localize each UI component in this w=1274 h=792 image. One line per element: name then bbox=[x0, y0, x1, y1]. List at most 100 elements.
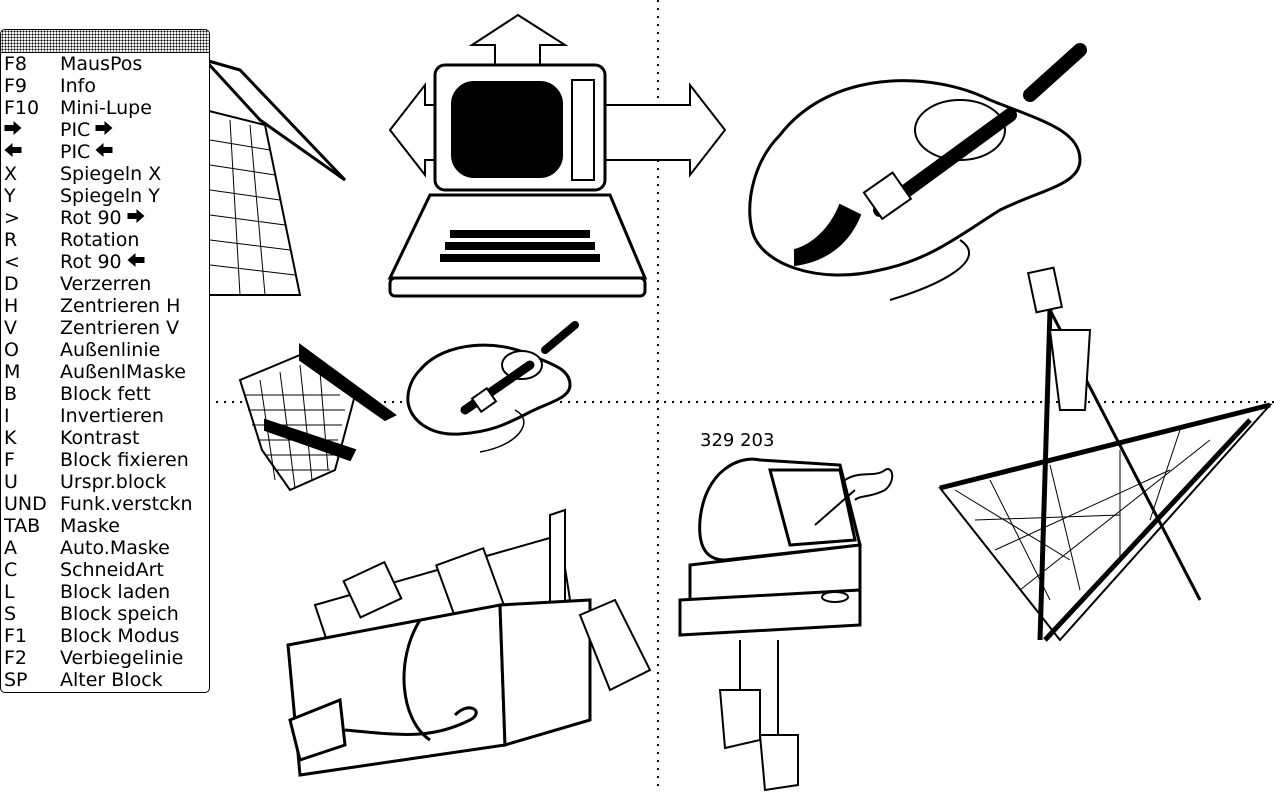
menu-item-label-wrap: PIC bbox=[60, 119, 113, 141]
monitor-bird-icon[interactable] bbox=[678, 457, 894, 792]
menu-item-label-wrap: Rot 90 bbox=[60, 251, 145, 273]
menu-item-shortcut: L bbox=[4, 581, 15, 603]
menu-item[interactable]: F Block fixieren bbox=[1, 449, 209, 471]
arrow-right-icon bbox=[95, 119, 113, 141]
arrow-left-icon bbox=[95, 141, 113, 163]
menu-item-label: Invertieren bbox=[60, 405, 164, 427]
arrow-right-icon bbox=[4, 119, 22, 141]
menu-item-label-wrap: Rotation bbox=[60, 229, 139, 251]
menu-item[interactable]: H Zentrieren H bbox=[1, 295, 209, 317]
menu-item-label-wrap: MausPos bbox=[60, 53, 142, 75]
menu-item-label: Mini-Lupe bbox=[60, 97, 152, 119]
menu-item[interactable]: F10 Mini-Lupe bbox=[1, 97, 209, 119]
menu-item-shortcut: F2 bbox=[4, 647, 28, 669]
menu-item-shortcut: M bbox=[4, 361, 21, 383]
menu-item[interactable]: > Rot 90 bbox=[1, 207, 209, 229]
house-small-icon[interactable] bbox=[238, 343, 397, 492]
menu-item-label-wrap: Block laden bbox=[60, 581, 170, 603]
computer-move-arrows-icon[interactable] bbox=[387, 13, 727, 298]
menu-item-label: Maske bbox=[60, 515, 120, 537]
menu-item[interactable]: F8 MausPos bbox=[1, 53, 209, 75]
menu-item-shortcut: Y bbox=[4, 185, 16, 207]
menu-item-label: Block fixieren bbox=[60, 449, 189, 471]
menu-item-shortcut: H bbox=[4, 295, 19, 317]
menu-item-label-wrap: Spiegeln X bbox=[60, 163, 161, 185]
menu-item-label: Block fett bbox=[60, 383, 151, 405]
menu-item-label-wrap: Urspr.block bbox=[60, 471, 166, 493]
menu-item-label-wrap: SchneidArt bbox=[60, 559, 164, 581]
house-roof-icon[interactable] bbox=[200, 57, 347, 296]
menu-item-label: Verbiegelinie bbox=[60, 647, 184, 669]
menu-item-label: Spiegeln Y bbox=[60, 185, 160, 207]
menu-item-shortcut: K bbox=[4, 427, 17, 449]
menu-item-shortcut: F1 bbox=[4, 625, 28, 647]
menu-item-label: SchneidArt bbox=[60, 559, 164, 581]
menu-item-label-wrap: Block fixieren bbox=[60, 449, 189, 471]
menu-item[interactable]: U Urspr.block bbox=[1, 471, 209, 493]
menu-item-label: Funk.verstckn bbox=[60, 493, 193, 515]
mouse-stylus-large-icon[interactable] bbox=[748, 43, 1087, 301]
menu-item-label: Zentrieren V bbox=[60, 317, 180, 339]
menu-item-label: Rot 90 bbox=[60, 207, 122, 229]
mouse-coordinates-readout: 329 203 bbox=[698, 430, 777, 452]
menu-item-label: PIC bbox=[60, 141, 91, 163]
menu-item[interactable]: I Invertieren bbox=[1, 405, 209, 427]
menu-item-label: Zentrieren H bbox=[60, 295, 181, 317]
menu-item[interactable]: PIC bbox=[1, 119, 209, 141]
menu-item-label-wrap: Info bbox=[60, 75, 96, 97]
menu-title-bar[interactable] bbox=[1, 30, 209, 53]
menu-item-shortcut: SP bbox=[4, 669, 28, 691]
menu-item-label-wrap: Mini-Lupe bbox=[60, 97, 152, 119]
menu-item-label: Auto.Maske bbox=[60, 537, 170, 559]
menu-item-label: Außenlinie bbox=[60, 339, 161, 361]
menu-item-shortcut: U bbox=[4, 471, 18, 493]
menu-item[interactable]: F2 Verbiegelinie bbox=[1, 647, 209, 669]
menu-item-label: Block laden bbox=[60, 581, 171, 603]
plotter-compass-icon[interactable] bbox=[938, 266, 1273, 642]
menu-item-label-wrap: Funk.verstckn bbox=[60, 493, 193, 515]
menu-item-shortcut: F8 bbox=[4, 53, 28, 75]
menu-item-label-wrap: Zentrieren V bbox=[60, 317, 179, 339]
bag-computer-parts-icon[interactable] bbox=[286, 508, 652, 777]
menu-item[interactable]: SP Alter Block bbox=[1, 669, 209, 691]
menu-item-shortcut: < bbox=[4, 251, 20, 273]
menu-item-label-wrap: Rot 90 bbox=[60, 207, 145, 229]
menu-item[interactable]: Y Spiegeln Y bbox=[1, 185, 209, 207]
menu-item-label: Rotation bbox=[60, 229, 140, 251]
arrow-left-icon bbox=[4, 141, 22, 163]
menu-item-label: Alter Block bbox=[60, 669, 163, 691]
menu-item-label: Spiegeln X bbox=[60, 163, 162, 185]
menu-item-shortcut: F bbox=[4, 449, 15, 471]
menu-item[interactable]: < Rot 90 bbox=[1, 251, 209, 273]
menu-item[interactable]: UND Funk.verstckn bbox=[1, 493, 209, 515]
menu-item-shortcut: F10 bbox=[4, 97, 40, 119]
menu-item[interactable]: L Block laden bbox=[1, 581, 209, 603]
menu-item-label-wrap: Maske bbox=[60, 515, 120, 537]
menu-item-shortcut: I bbox=[4, 405, 10, 427]
menu-item-shortcut: > bbox=[4, 207, 20, 229]
menu-item-label-wrap: Block fett bbox=[60, 383, 151, 405]
menu-item[interactable]: PIC bbox=[1, 141, 209, 163]
mouse-stylus-small-icon[interactable] bbox=[406, 321, 579, 453]
arrow-left-icon bbox=[127, 251, 145, 273]
menu-item-label-wrap: Invertieren bbox=[60, 405, 164, 427]
menu-item-label-wrap: Zentrieren H bbox=[60, 295, 180, 317]
menu-item-shortcut: UND bbox=[4, 493, 47, 515]
menu-item-label-wrap: Verbiegelinie bbox=[60, 647, 183, 669]
menu-item-label: MausPos bbox=[60, 53, 143, 75]
